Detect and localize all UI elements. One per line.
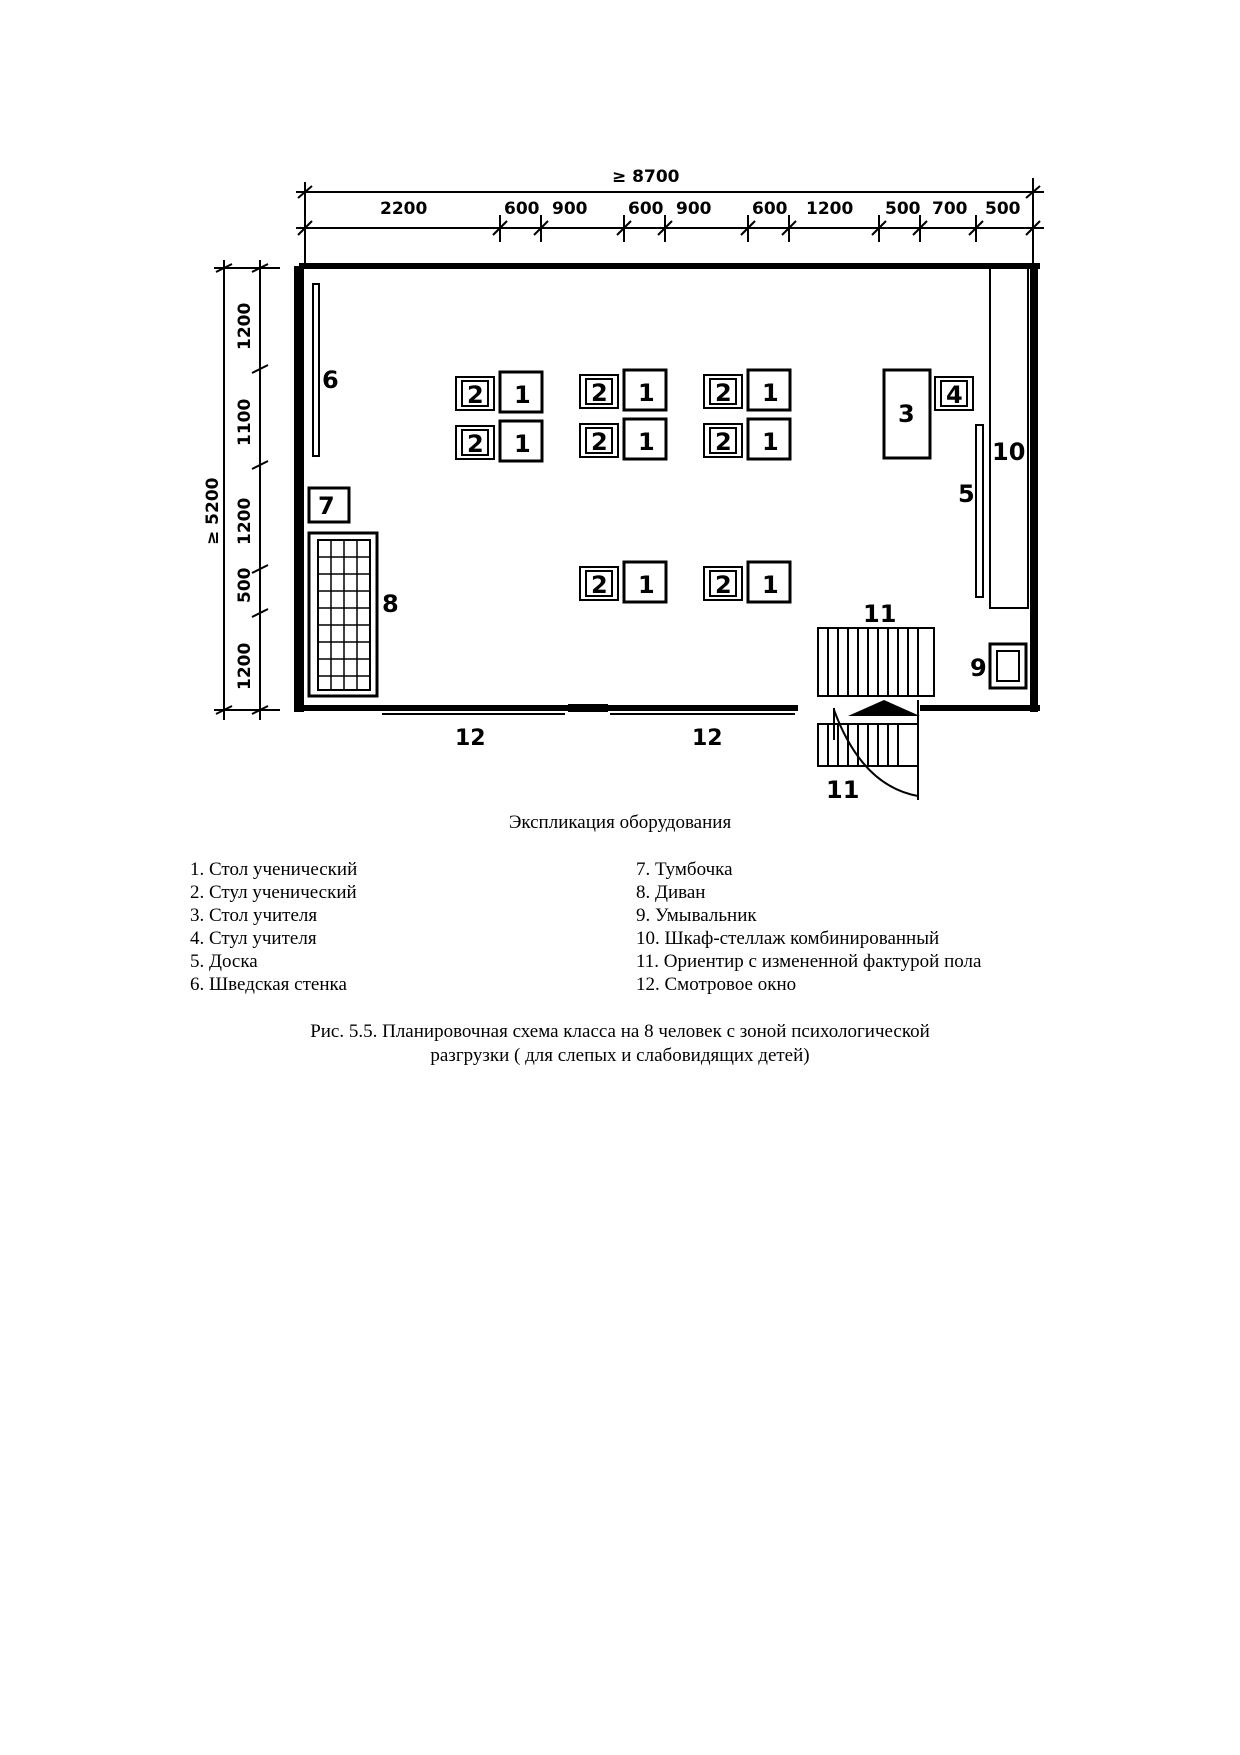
cabinet bbox=[307, 486, 351, 524]
teacher-desk-label: 3 bbox=[898, 400, 915, 428]
desk-label: 1 bbox=[638, 571, 655, 599]
chair-label: 2 bbox=[715, 379, 732, 407]
dim-top-7: 1200 bbox=[806, 199, 853, 219]
student-desk-set-6 bbox=[703, 417, 792, 461]
legend-item: 4. Стул учителя bbox=[190, 928, 317, 949]
floor-guide-label: 11 bbox=[863, 600, 896, 628]
room-walls bbox=[294, 263, 1040, 712]
student-desk-set-4 bbox=[579, 417, 668, 461]
desk-label: 1 bbox=[762, 571, 779, 599]
floor-guide-outer bbox=[817, 723, 919, 767]
legend-item: 2. Стул ученический bbox=[190, 882, 357, 903]
legend-item: 11. Ориентир с измененной фактурой пола bbox=[636, 951, 982, 972]
window-label-left: 12 bbox=[455, 726, 486, 751]
dim-top-1: 2200 bbox=[380, 199, 427, 219]
overall-width-label: ≥ 8700 bbox=[612, 167, 680, 187]
overall-width-dimension bbox=[296, 178, 1044, 265]
teacher-chair bbox=[934, 376, 974, 411]
wall-bars-label: 6 bbox=[322, 366, 339, 394]
sink-label: 9 bbox=[970, 654, 987, 682]
chair-label: 2 bbox=[715, 428, 732, 456]
left-dimension-lines bbox=[214, 260, 280, 720]
legend-column-left: 1. Стол ученический 2. Стул ученический … bbox=[190, 858, 357, 996]
chair-label: 2 bbox=[591, 379, 608, 407]
caption-line-2: разгрузки ( для слепых и слабовидящих де… bbox=[430, 1045, 810, 1066]
shelving-label: 10 bbox=[992, 438, 1025, 466]
student-desk-set-2 bbox=[455, 419, 544, 463]
student-desk-set-7 bbox=[579, 560, 668, 604]
floor-guide-inner bbox=[817, 627, 935, 697]
cabinet-label: 7 bbox=[318, 492, 335, 520]
legend-item: 10. Шкаф-стеллаж комбинированный bbox=[636, 928, 940, 949]
desk-label: 1 bbox=[514, 430, 531, 458]
dim-left-1: 1200 bbox=[235, 303, 255, 350]
floor-guide-label-outer: 11 bbox=[826, 776, 859, 804]
chair-label: 2 bbox=[715, 571, 732, 599]
student-desk-set-8 bbox=[703, 560, 792, 604]
wall-bars bbox=[312, 283, 320, 457]
desk-label: 1 bbox=[638, 379, 655, 407]
legend-item: 12. Смотровое окно bbox=[636, 974, 797, 995]
dim-left-2: 1100 bbox=[235, 399, 255, 446]
chair-label: 2 bbox=[591, 571, 608, 599]
desk-label: 1 bbox=[762, 379, 779, 407]
desk-label: 1 bbox=[514, 381, 531, 409]
dim-left-5: 1200 bbox=[235, 643, 255, 690]
dim-top-8: 500 bbox=[885, 199, 921, 219]
student-desk-set-1 bbox=[455, 370, 544, 414]
legend-item: 5. Доска bbox=[190, 951, 258, 972]
dim-top-4: 600 bbox=[628, 199, 664, 219]
legend-item: 3. Стол учителя bbox=[190, 905, 318, 926]
dim-top-3: 900 bbox=[552, 199, 588, 219]
dim-top-6: 600 bbox=[752, 199, 788, 219]
chair-label: 2 bbox=[467, 430, 484, 458]
caption-line-1: Рис. 5.5. Планировочная схема класса на … bbox=[310, 1021, 930, 1042]
dim-left-3: 1200 bbox=[235, 498, 255, 545]
desk-label: 1 bbox=[638, 428, 655, 456]
floor-plan-diagram: ≥ 8700 2200 600 900 600 900 600 1200 500… bbox=[203, 167, 1044, 804]
combined-shelving bbox=[989, 267, 1029, 609]
legend-title: Экспликация оборудования bbox=[508, 812, 732, 833]
dim-top-5: 900 bbox=[676, 199, 712, 219]
entrance-arrow-icon bbox=[848, 700, 920, 716]
dim-top-2: 600 bbox=[504, 199, 540, 219]
overall-height-label: ≥ 5200 bbox=[203, 477, 223, 545]
legend-item: 8. Диван bbox=[636, 882, 706, 903]
student-desk-set-3 bbox=[579, 368, 668, 412]
viewing-windows bbox=[382, 704, 795, 715]
student-desk-set-5 bbox=[703, 368, 792, 412]
chair-label: 2 bbox=[591, 428, 608, 456]
legend-item: 9. Умывальник bbox=[636, 905, 757, 926]
segment-dimension-line bbox=[296, 215, 1044, 242]
dim-top-9: 700 bbox=[932, 199, 968, 219]
board-label: 5 bbox=[958, 480, 975, 508]
dim-top-10: 500 bbox=[985, 199, 1021, 219]
legend-item: 6. Шведская стенка bbox=[190, 974, 347, 995]
teacher-chair-label: 4 bbox=[946, 381, 963, 409]
teacher-desk bbox=[882, 368, 932, 460]
legend-item: 1. Стол ученический bbox=[190, 859, 358, 880]
figure-caption: Рис. 5.5. Планировочная схема класса на … bbox=[0, 1020, 1240, 1068]
legend-column-right: 7. Тумбочка 8. Диван 9. Умывальник 10. Ш… bbox=[636, 858, 981, 996]
sink bbox=[988, 642, 1028, 690]
board bbox=[975, 424, 984, 598]
legend-item: 7. Тумбочка bbox=[636, 859, 733, 880]
sofa bbox=[307, 531, 379, 698]
window-label-right: 12 bbox=[692, 726, 723, 751]
desk-label: 1 bbox=[762, 428, 779, 456]
dim-left-4: 500 bbox=[235, 567, 255, 603]
chair-label: 2 bbox=[467, 381, 484, 409]
sofa-label: 8 bbox=[382, 590, 399, 618]
